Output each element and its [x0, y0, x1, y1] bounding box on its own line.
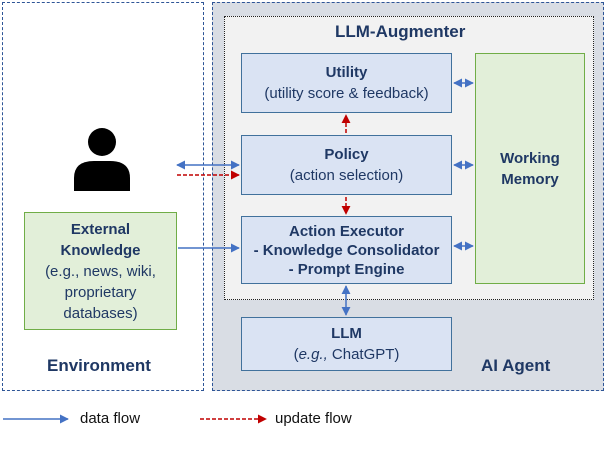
person-icon: [74, 128, 130, 191]
utility-subtitle: (utility score & feedback): [264, 85, 429, 102]
utility-title: Utility: [325, 64, 368, 81]
working-memory-line2: Memory: [501, 170, 559, 188]
environment-label: Environment: [47, 356, 151, 375]
llm-subtitle: (e.g., ChatGPT): [294, 344, 400, 365]
external-knowledge-line1: External: [70, 220, 131, 238]
external-knowledge-line3: (e.g., news, wiki,: [45, 262, 156, 280]
external-knowledge-line2: Knowledge: [60, 241, 141, 259]
llm-box: LLM (e.g., ChatGPT): [241, 317, 452, 371]
llm-subtitle-eg: e.g.,: [298, 346, 328, 363]
executor-prompt-engine: - Prompt Engine: [288, 260, 405, 278]
working-memory-box: Working Memory: [475, 53, 585, 284]
external-knowledge-line4: proprietary: [64, 283, 137, 301]
executor-title: Action Executor: [288, 222, 405, 240]
llm-title: LLM: [331, 325, 362, 342]
legend-update-flow-label: update flow: [275, 410, 352, 427]
policy-subtitle: (action selection): [289, 167, 404, 184]
utility-box: Utility (utility score & feedback): [241, 53, 452, 113]
policy-title: Policy: [324, 146, 369, 163]
external-knowledge-box: External Knowledge (e.g., news, wiki, pr…: [24, 212, 177, 330]
llm-subtitle-open: (: [293, 346, 299, 363]
working-memory-line1: Working: [500, 149, 560, 167]
external-knowledge-line5: databases): [63, 304, 138, 322]
llm-augmenter-title: LLM-Augmenter: [335, 22, 466, 41]
ai-agent-label: AI Agent: [481, 356, 551, 375]
legend-data-flow-label: data flow: [80, 410, 141, 427]
executor-consolidator: - Knowledge Consolidator: [253, 241, 440, 259]
llm-subtitle-rest: ChatGPT): [327, 346, 400, 363]
action-executor-box: Action Executor - Knowledge Consolidator…: [241, 216, 452, 284]
policy-box: Policy (action selection): [241, 135, 452, 195]
